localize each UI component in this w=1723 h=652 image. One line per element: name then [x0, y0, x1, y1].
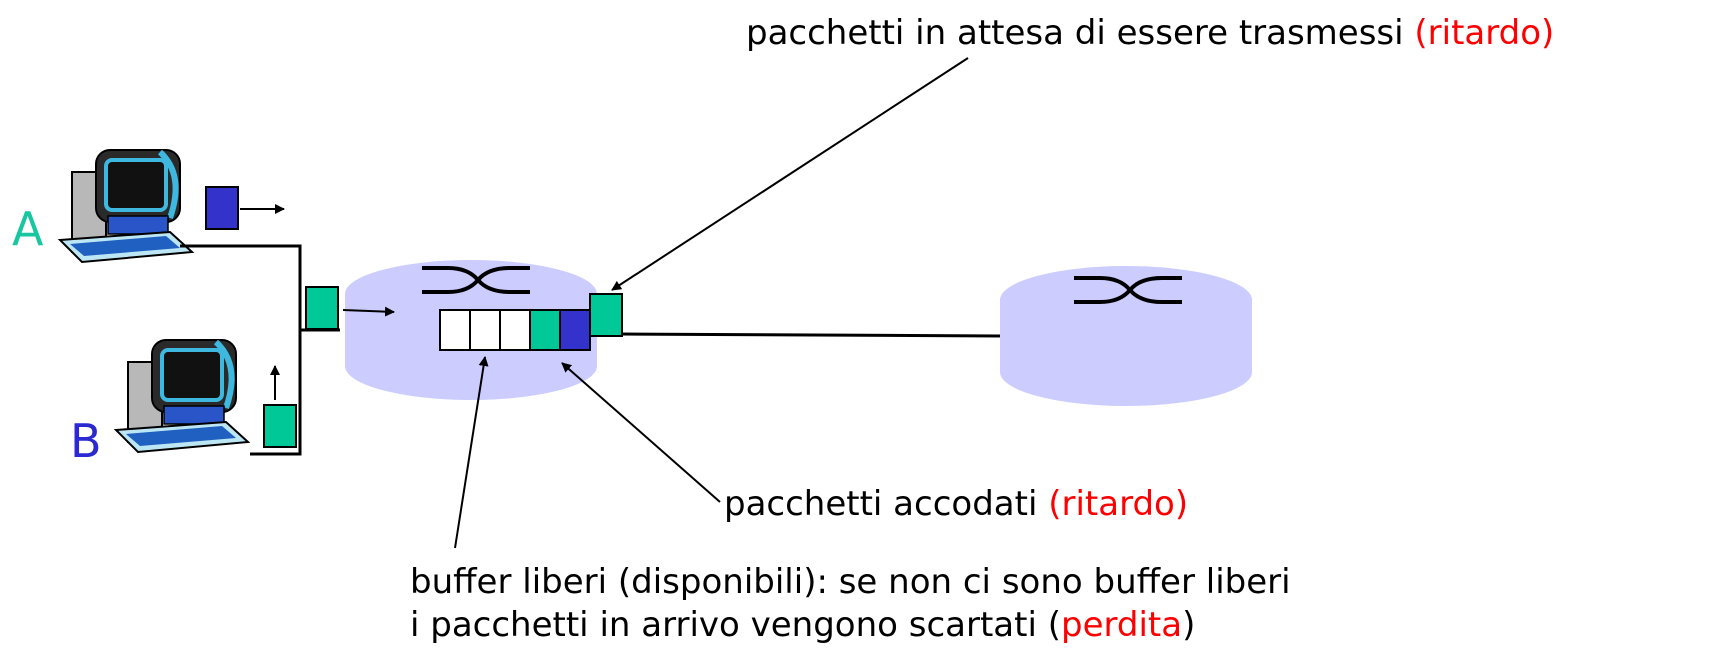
host-b-computer-icon: [113, 339, 251, 454]
queued-pointer: [561, 362, 721, 503]
free-buffer-slot: [469, 309, 501, 351]
transmit-annotation: pacchetti in attesa di essere trasmessi …: [746, 16, 1554, 50]
pointer-lines: [454, 57, 969, 549]
queued-annotation: pacchetti accodati (ritardo): [724, 487, 1188, 521]
router-link: [619, 332, 1001, 338]
host-b-label: B: [70, 414, 102, 468]
host-a-packet: [205, 186, 285, 230]
transmitting-packet: [589, 293, 623, 337]
free-buffer-line2-highlight: perdita: [1060, 605, 1183, 645]
free-buffer-pointer: [454, 356, 489, 549]
free-buffer-line2-text: i pacchetti in arrivo vengono scartati (: [410, 605, 1061, 645]
queued-packet: [529, 309, 561, 351]
router-queue: [439, 309, 591, 351]
host-a-label: A: [12, 202, 44, 256]
host-a-computer-icon: [57, 149, 195, 264]
router-right-switch-icon: [1074, 276, 1182, 304]
free-buffer-line2-end: ): [1182, 605, 1196, 645]
free-buffer-annotation-line1: buffer liberi (disponibili): se non ci s…: [410, 562, 1291, 602]
router-right: [1000, 266, 1252, 406]
free-buffer-annotation-line2: i pacchetti in arrivo vengono scartati (…: [410, 608, 1195, 642]
transmit-text: pacchetti in attesa di essere trasmessi: [746, 13, 1404, 53]
queued-packet: [559, 309, 591, 351]
free-buffer-slot: [499, 309, 531, 351]
free-buffer-slot: [439, 309, 471, 351]
queued-text: pacchetti accodati: [724, 484, 1038, 524]
queued-highlight: (ritardo): [1048, 484, 1189, 524]
host-b-packet: [263, 365, 297, 448]
incoming-packet: [305, 286, 395, 330]
transmit-highlight: (ritardo): [1414, 13, 1555, 53]
router-left-switch-icon: [422, 266, 530, 294]
transmit-pointer: [611, 57, 969, 291]
